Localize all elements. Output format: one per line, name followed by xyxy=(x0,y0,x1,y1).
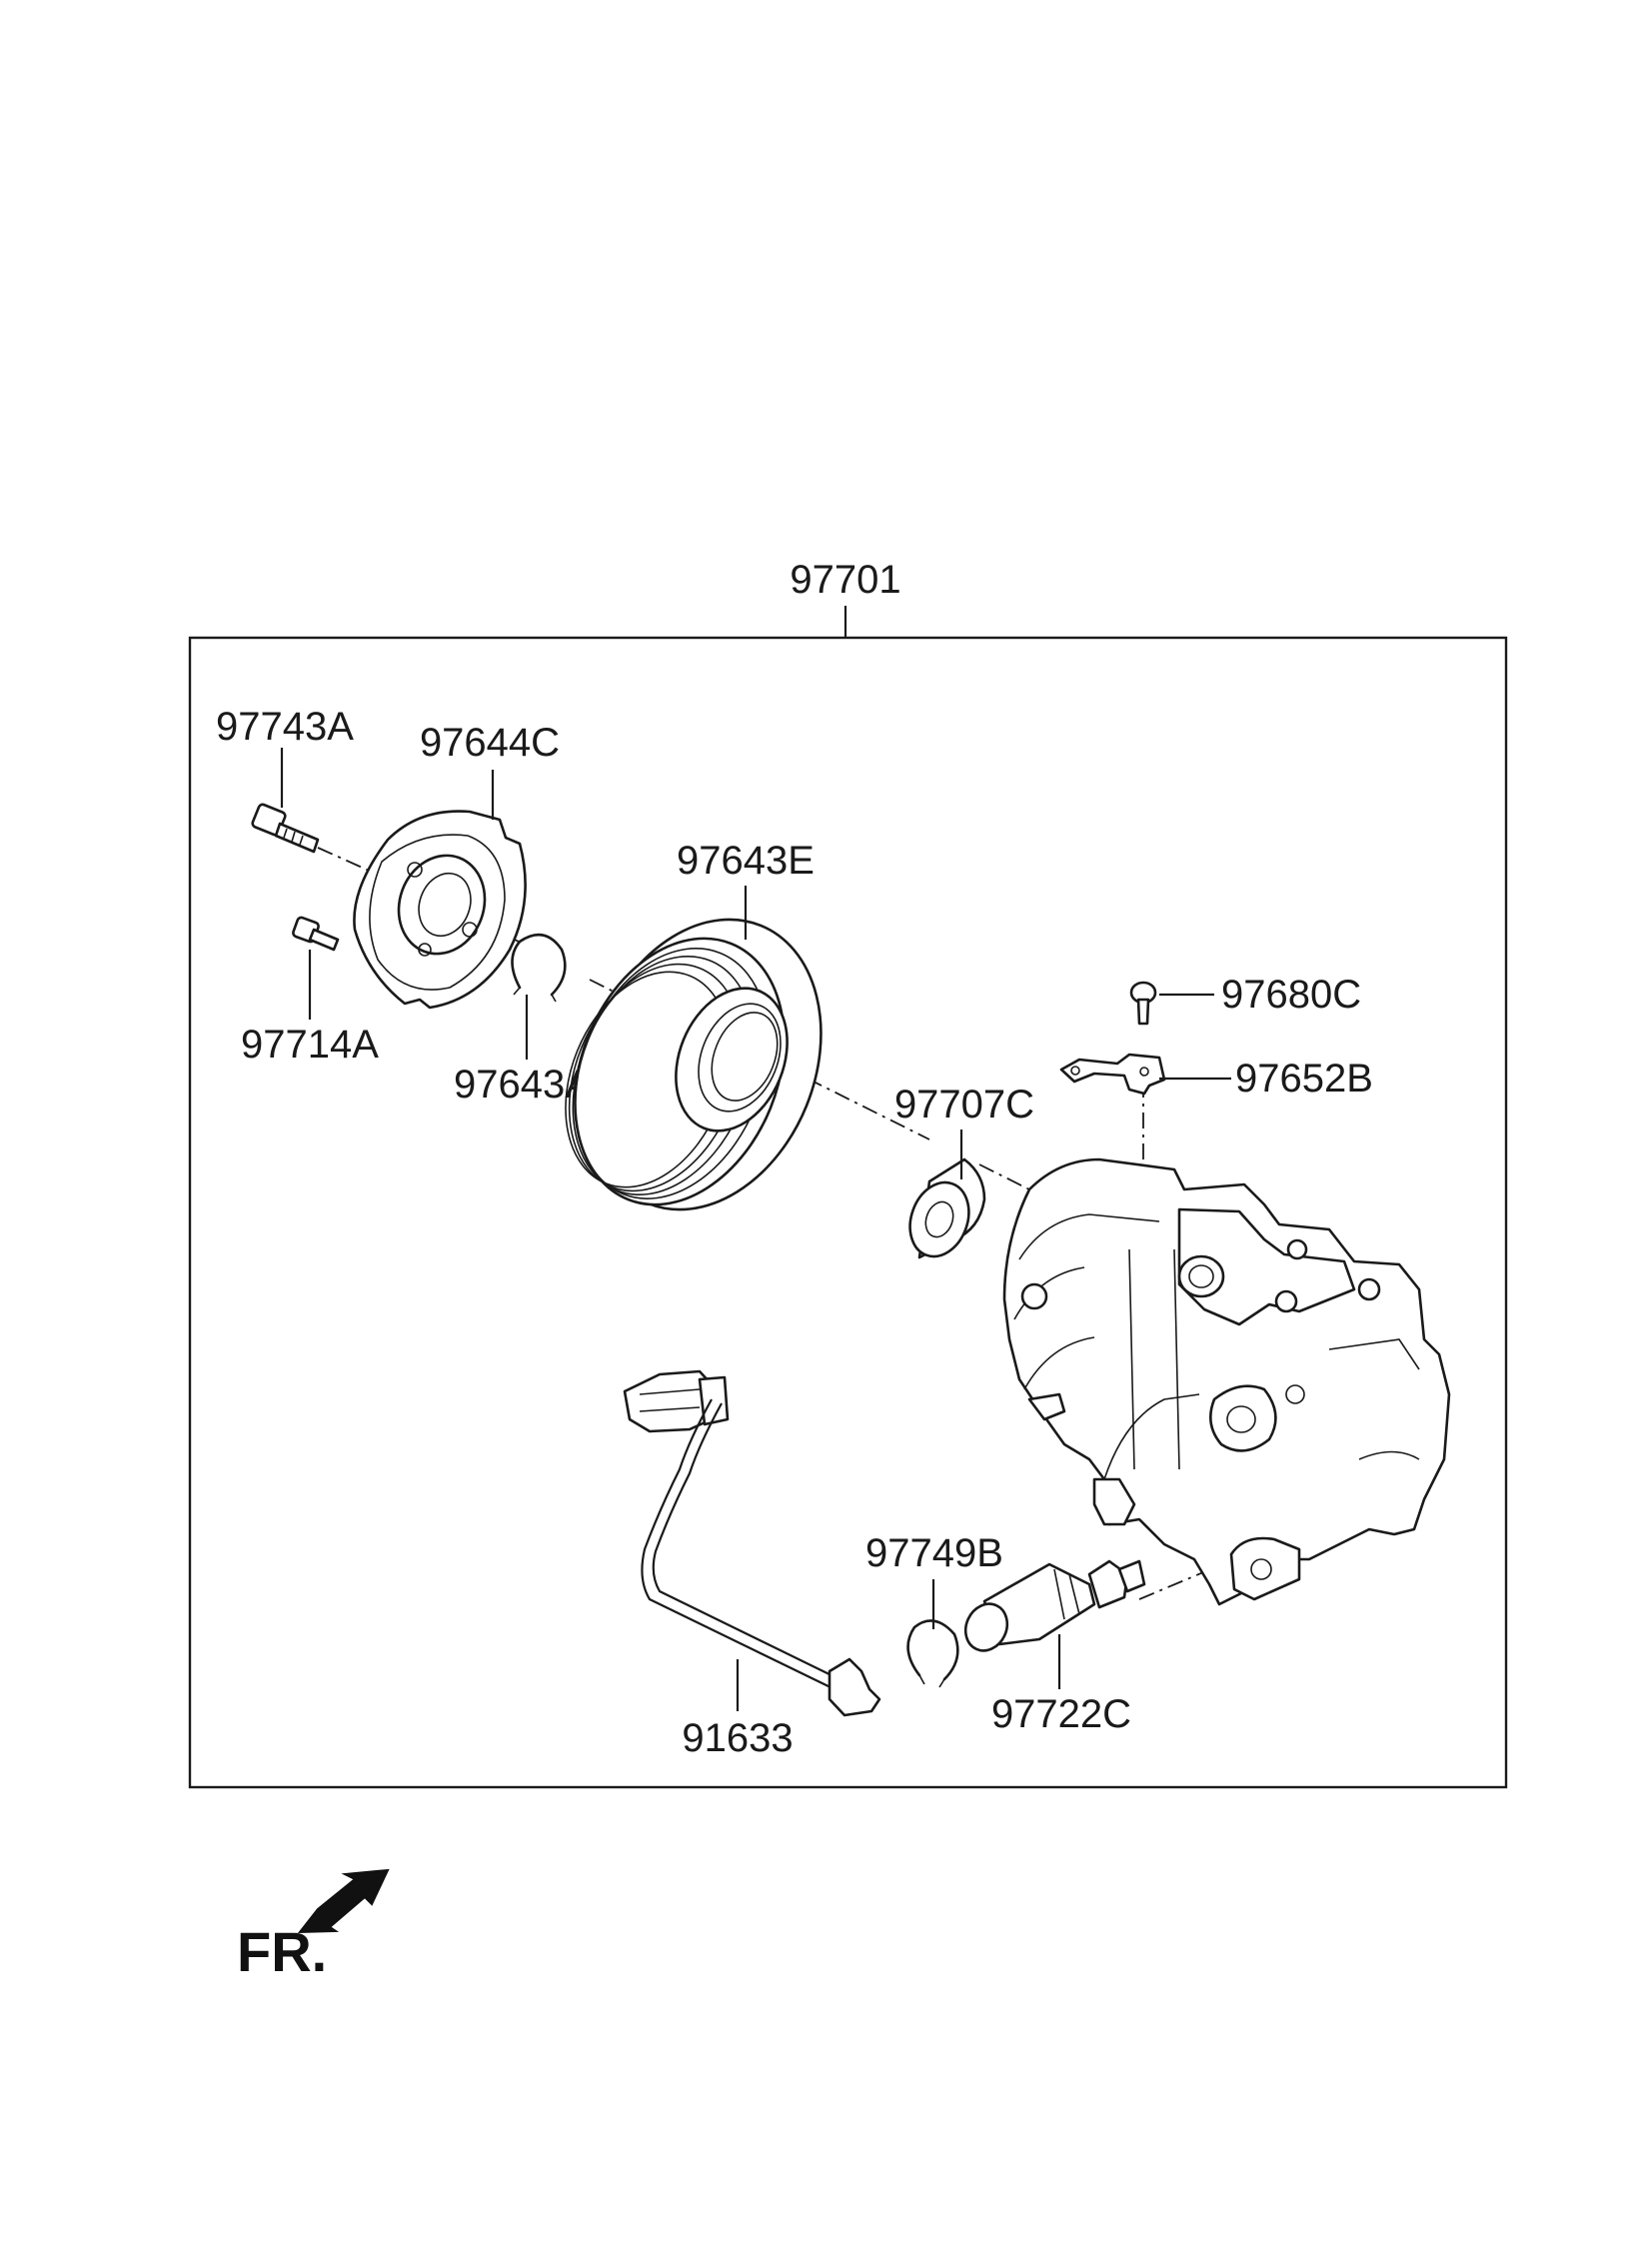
pulley-97643e[interactable] xyxy=(536,885,863,1245)
front-direction-arrow-icon xyxy=(297,1868,390,1934)
pressure-sensor-97722c[interactable] xyxy=(958,1559,1146,1657)
wire-harness-91633[interactable] xyxy=(623,1369,881,1717)
collar-97707c[interactable] xyxy=(900,1157,986,1264)
clutch-hub-97644c[interactable] xyxy=(353,810,527,1010)
label-97644c[interactable]: 97644C xyxy=(420,721,560,765)
label-91633[interactable]: 91633 xyxy=(682,1716,793,1760)
bracket-97652b[interactable] xyxy=(1059,1053,1166,1096)
label-97714a[interactable]: 97714A xyxy=(241,1023,379,1067)
o-ring-97749b[interactable] xyxy=(906,1619,959,1688)
label-97652b[interactable]: 97652B xyxy=(1235,1057,1373,1101)
label-97643e[interactable]: 97643E xyxy=(677,839,815,883)
label-97749b[interactable]: 97749B xyxy=(865,1531,1003,1575)
assembly-part-number[interactable]: 97701 xyxy=(790,558,900,602)
label-97707c[interactable]: 97707C xyxy=(894,1083,1034,1127)
snap-ring-97643a[interactable] xyxy=(511,933,567,1003)
label-97722c[interactable]: 97722C xyxy=(991,1692,1131,1736)
label-97680c[interactable]: 97680C xyxy=(1221,973,1361,1017)
label-97743a[interactable]: 97743A xyxy=(216,705,354,749)
bolt-97743a[interactable] xyxy=(251,803,320,854)
compressor-body[interactable] xyxy=(1002,1157,1451,1606)
screw-97680c[interactable] xyxy=(1129,981,1157,1026)
bolt-97714a[interactable] xyxy=(292,916,340,952)
assembly-frame xyxy=(188,636,1508,1789)
